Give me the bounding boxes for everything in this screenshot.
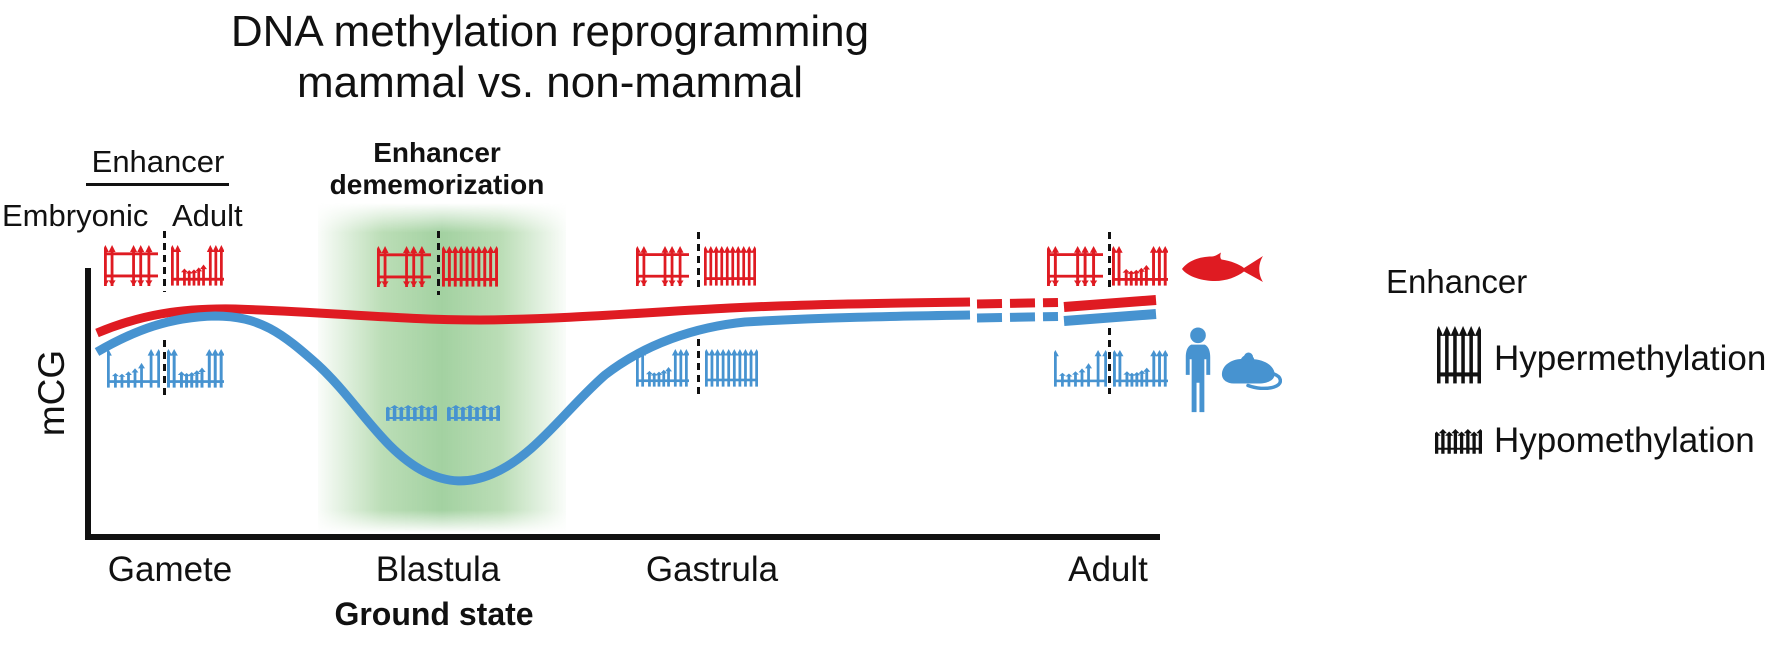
gamete-embryonic-enhancer-red-icon [101,245,158,291]
x-tick-adult: Adult [1068,550,1148,589]
gamete-adult-enhancer-blue-icon [164,349,225,393]
embryonic-adult-dotted-separator [697,232,700,291]
embryonic-adult-dotted-separator [1108,232,1111,291]
hypermethylation-fence-icon [1434,326,1484,389]
adult-adult-enhancer-blue-icon [1110,350,1169,392]
y-axis-line [85,268,91,540]
embryonic-adult-dotted-separator [163,340,166,400]
mammal-curve-adult-segment [1063,309,1157,326]
adult-label: Adult [172,198,243,233]
annotation-line-1: Enhancer [373,137,501,168]
title-line-1: DNA methylation reprogramming [230,7,870,56]
gastrula-adult-enhancer-blue-icon [702,349,761,392]
human-silhouette [1185,327,1211,413]
gastrula-embryonic-enhancer-blue-icon [633,349,690,392]
mouse-icon [1221,352,1282,390]
annotation-line-2: dememorization [329,169,545,201]
mammal-curve-break-dashes [976,312,1059,323]
legend-title: Enhancer [1386,263,1528,300]
non-mammal-mcg-curve [95,297,971,338]
mouse-silhouette [1221,352,1282,390]
x-tick-blastula: Blastula [375,550,501,589]
human-icon [1185,327,1211,413]
adult-embryonic-enhancer-red-icon [1044,246,1103,291]
figure-title: DNA methylation reprogramming mammal vs.… [228,6,872,109]
ground-state-label: Ground state [334,596,534,632]
gastrula-adult-enhancer-red-icon [701,246,759,291]
x-tick-gamete: Gamete [107,550,233,589]
x-tick-gastrula: Gastrula [645,550,779,589]
blastula-embryonic-enhancer-red-icon [374,246,431,292]
mammal-mcg-curve [94,310,971,486]
adult-embryonic-enhancer-blue-icon [1051,350,1110,392]
embryonic-adult-dotted-separator [163,231,166,292]
embryonic-adult-dotted-separator [697,339,700,398]
non-mammal-curve-break-dashes [976,298,1059,309]
non-mammal-curve-adult-segment [1063,295,1157,312]
enhancer-header-title: Enhancer [91,144,225,179]
fish-icon [1182,252,1263,282]
legend-hypermethylation-label: Hypermethylation [1494,339,1767,378]
title-line-2: mammal vs. non-mammal [296,58,804,108]
enhancer-header-underline [86,183,229,186]
blastula-adult-enhancer-red-icon [439,246,501,292]
gastrula-embryonic-enhancer-red-icon [633,246,689,291]
blastula-hypomethylated-left-blue-icon [383,405,440,426]
gamete-embryonic-enhancer-blue-icon [104,349,163,393]
embryonic-adult-dotted-separator [1108,328,1111,394]
adult-adult-enhancer-red-icon [1109,246,1169,291]
enhancer-dememorization-label: Enhancer dememorization [287,137,587,201]
embryonic-label: Embryonic [2,198,149,233]
legend-hypomethylation-label: Hypomethylation [1494,421,1755,460]
embryonic-adult-dotted-separator [437,231,440,295]
gamete-adult-enhancer-red-icon [168,245,225,291]
y-axis-label: mCG [31,349,72,437]
hypomethylation-fence-icon [1432,429,1485,459]
blastula-hypomethylated-right-blue-icon [444,405,503,426]
x-axis-line [85,534,1160,540]
fish-silhouette [1182,252,1263,282]
